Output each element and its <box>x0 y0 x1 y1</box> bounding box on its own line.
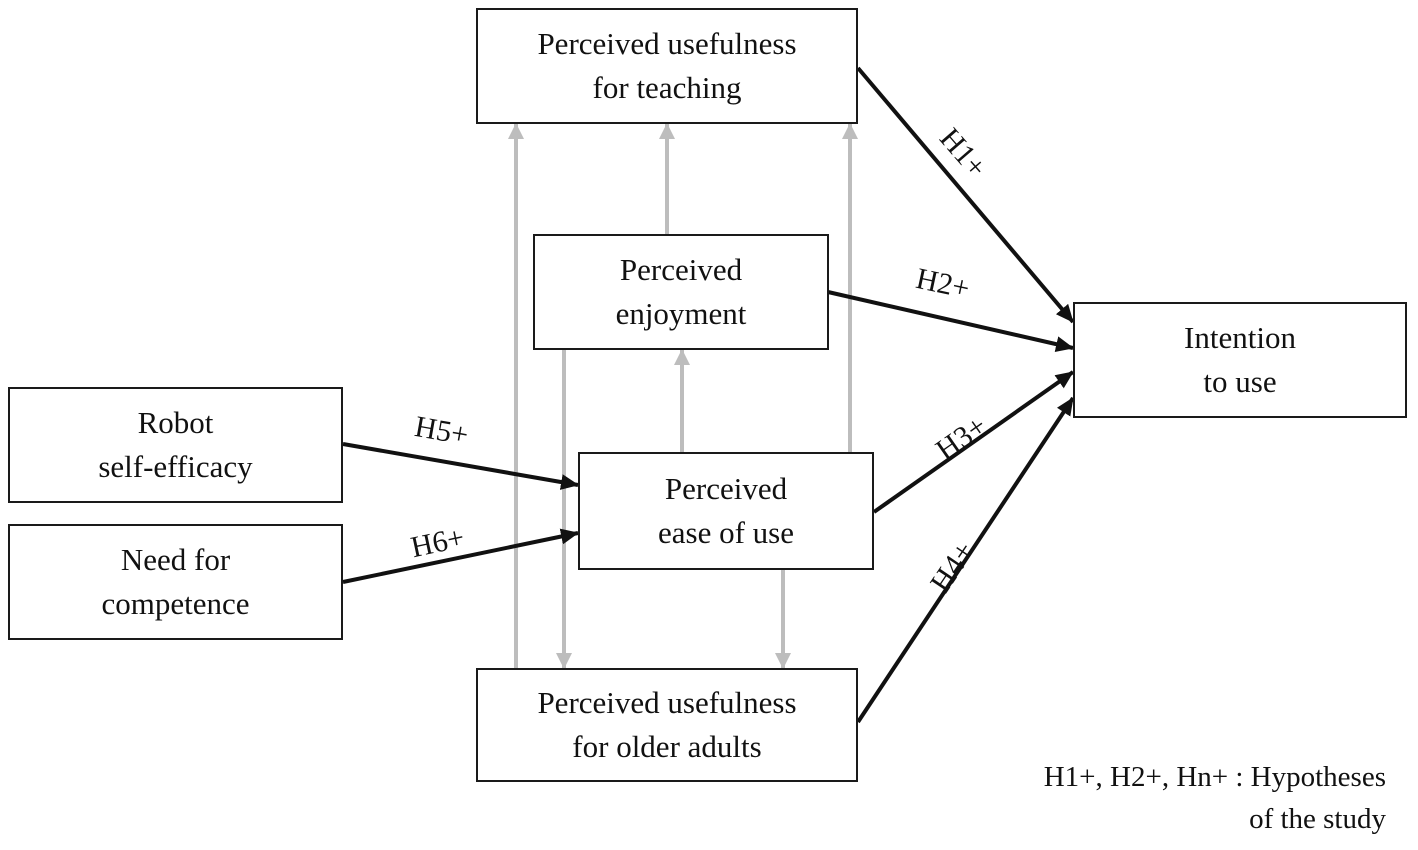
arrow-h1 <box>856 66 1075 324</box>
legend-line-2: of the study <box>1249 803 1386 835</box>
arrow-h3 <box>872 370 1075 514</box>
arrow-h5 <box>342 442 579 490</box>
node-line-2: competence <box>101 586 250 621</box>
node-line-2: self-efficacy <box>98 449 253 484</box>
node-robot-self-efficacy: Robot self-efficacy <box>8 387 343 503</box>
arrow-h2 <box>827 290 1074 353</box>
node-line-2: ease of use <box>658 515 794 550</box>
node-need-for-competence: Need for competence <box>8 524 343 640</box>
node-perceived-enjoyment: Perceived enjoyment <box>533 234 829 350</box>
node-line-1: Perceived usefulness <box>537 26 797 61</box>
legend-line-1: H1+, H2+, Hn+ : Hypotheses <box>1043 761 1386 793</box>
node-perceived-usefulness-teaching: Perceived usefulness for teaching <box>476 8 858 124</box>
node-line-2: for older adults <box>572 729 762 764</box>
legend-note: H1+, H2+, Hn+ : Hypotheses of the study <box>1044 756 1386 840</box>
node-perceived-ease-of-use: Perceived ease of use <box>578 452 874 570</box>
node-line-2: enjoyment <box>615 296 747 331</box>
node-line-1: Intention <box>1184 320 1296 355</box>
arrow-h4 <box>856 396 1075 724</box>
node-perceived-usefulness-older-adults: Perceived usefulness for older adults <box>476 668 858 782</box>
node-line-1: Need for <box>120 542 231 577</box>
node-line-1: Perceived <box>664 471 788 506</box>
node-line-1: Perceived <box>619 252 743 287</box>
arrow-h6 <box>342 528 579 584</box>
node-line-2: to use <box>1203 364 1277 399</box>
node-intention-to-use: Intention to use <box>1073 302 1407 418</box>
node-line-2: for teaching <box>592 70 742 105</box>
node-line-1: Perceived usefulness <box>537 685 797 720</box>
node-line-1: Robot <box>137 405 214 440</box>
